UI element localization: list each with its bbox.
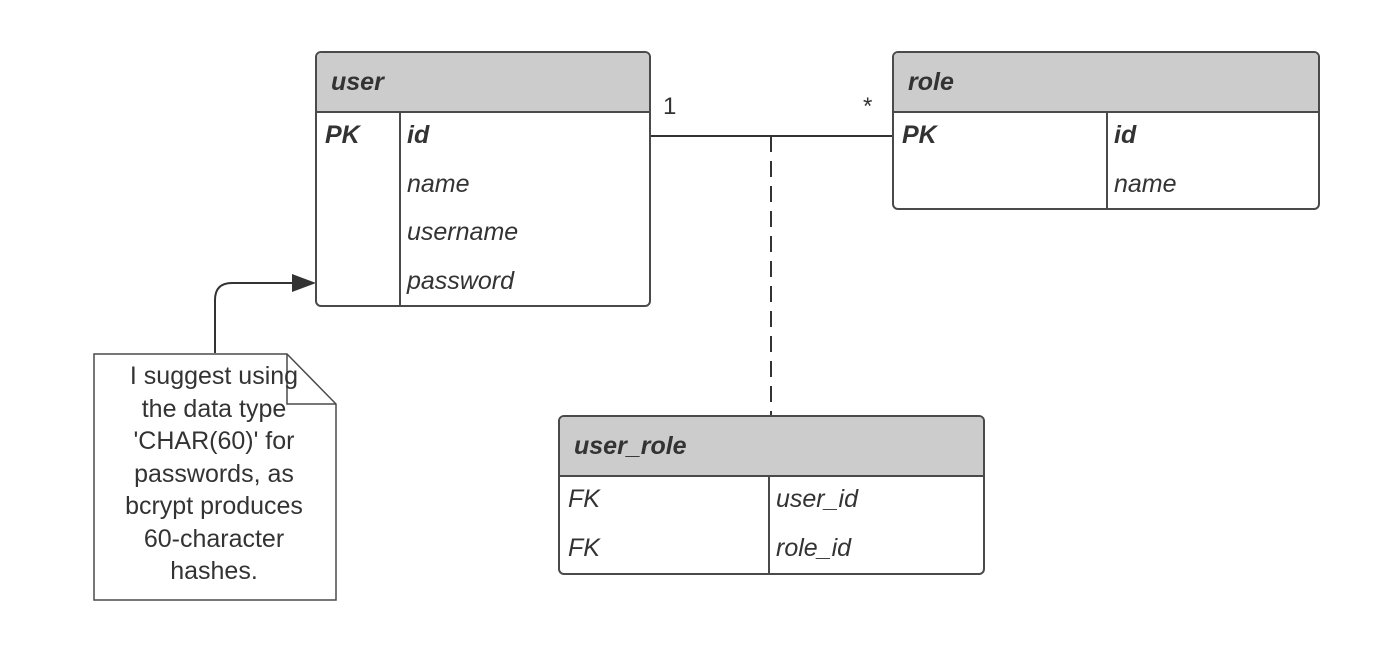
user-role-row-field: user_id: [776, 485, 858, 513]
user-row-password: password: [317, 259, 649, 305]
user-row-field: username: [407, 218, 519, 246]
role-entity-title: role: [894, 53, 1318, 113]
user-role-entity[interactable]: user_role FK user_id FK role_id: [558, 415, 985, 575]
role-entity-divider: [1106, 113, 1108, 208]
user-multiplicity: 1: [663, 93, 677, 120]
user-role-entity-title: user_role: [560, 417, 983, 477]
user-row-field: password: [407, 267, 514, 295]
role-entity[interactable]: role PK id name: [892, 51, 1320, 210]
role-row-key: PK: [902, 121, 937, 149]
note-text: I suggest using the data type 'CHAR(60)'…: [125, 362, 303, 585]
role-row-id: PK id: [894, 113, 1318, 162]
user-row-key: PK: [325, 121, 360, 149]
user-role-entity-body: FK user_id FK role_id: [560, 477, 983, 573]
user-role-entity-divider: [768, 477, 770, 573]
user-role-row-field: role_id: [776, 534, 852, 562]
role-row-name: name: [894, 162, 1318, 208]
note-shape: [93, 353, 337, 601]
user-role-row-key: FK: [568, 485, 600, 513]
user-row-field: name: [407, 170, 470, 198]
role-row-field: name: [1114, 170, 1177, 198]
note-connector: [214, 282, 298, 353]
user-row-field: id: [407, 121, 430, 149]
note-fold: [286, 354, 336, 405]
role-row-field: id: [1114, 121, 1137, 149]
note-connector-arrowhead: [292, 274, 316, 292]
user-row-username: username: [317, 210, 649, 259]
user-entity-body: PK id name username password: [317, 113, 649, 305]
user-entity[interactable]: user PK id name username password: [315, 51, 651, 307]
role-entity-body: PK id name: [894, 113, 1318, 208]
user-role-row-key: FK: [568, 534, 600, 562]
user-entity-divider: [399, 113, 401, 305]
user-row-name: name: [317, 162, 649, 211]
role-multiplicity: *: [863, 93, 873, 120]
user-role-row-role-id: FK role_id: [560, 526, 983, 573]
user-entity-title: user: [317, 53, 649, 113]
user-row-id: PK id: [317, 113, 649, 162]
user-role-row-user-id: FK user_id: [560, 477, 983, 526]
